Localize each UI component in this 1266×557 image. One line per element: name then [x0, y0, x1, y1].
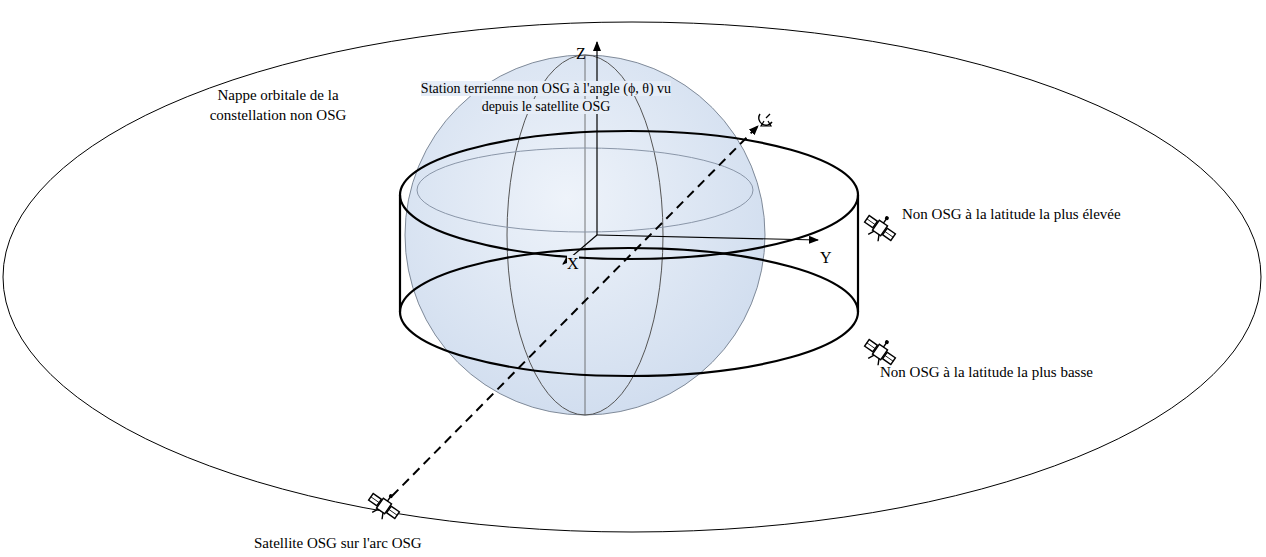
axis-label: Y	[820, 248, 840, 269]
shell-label: Nappe orbitale de la constellation non O…	[190, 86, 366, 125]
satellite-label: Non OSG à la latitude la plus basse	[880, 363, 1200, 383]
satellite-label: Satellite OSG sur l'arc OSG	[254, 534, 514, 554]
line-of-sight	[392, 126, 758, 496]
earth-sphere	[405, 55, 765, 415]
gso-arc	[3, 22, 1261, 532]
station-label: Station terrienne non OSG à l'angle (ϕ, …	[410, 80, 682, 116]
gso-satellite	[364, 485, 405, 525]
shell-lower	[400, 248, 858, 376]
satellite-label: Non OSG à la latitude la plus élevée	[902, 205, 1222, 225]
shell-side	[399, 195, 401, 312]
ngso-satellite-high	[860, 207, 901, 247]
z-axis	[596, 42, 597, 235]
shell-upper	[400, 131, 858, 259]
shell-side	[857, 195, 859, 312]
y-axis	[597, 235, 818, 240]
axis-label: Z	[576, 44, 596, 65]
earth-station-icon	[759, 114, 772, 126]
latitude-line	[417, 148, 753, 232]
axis-label: X	[567, 254, 587, 275]
